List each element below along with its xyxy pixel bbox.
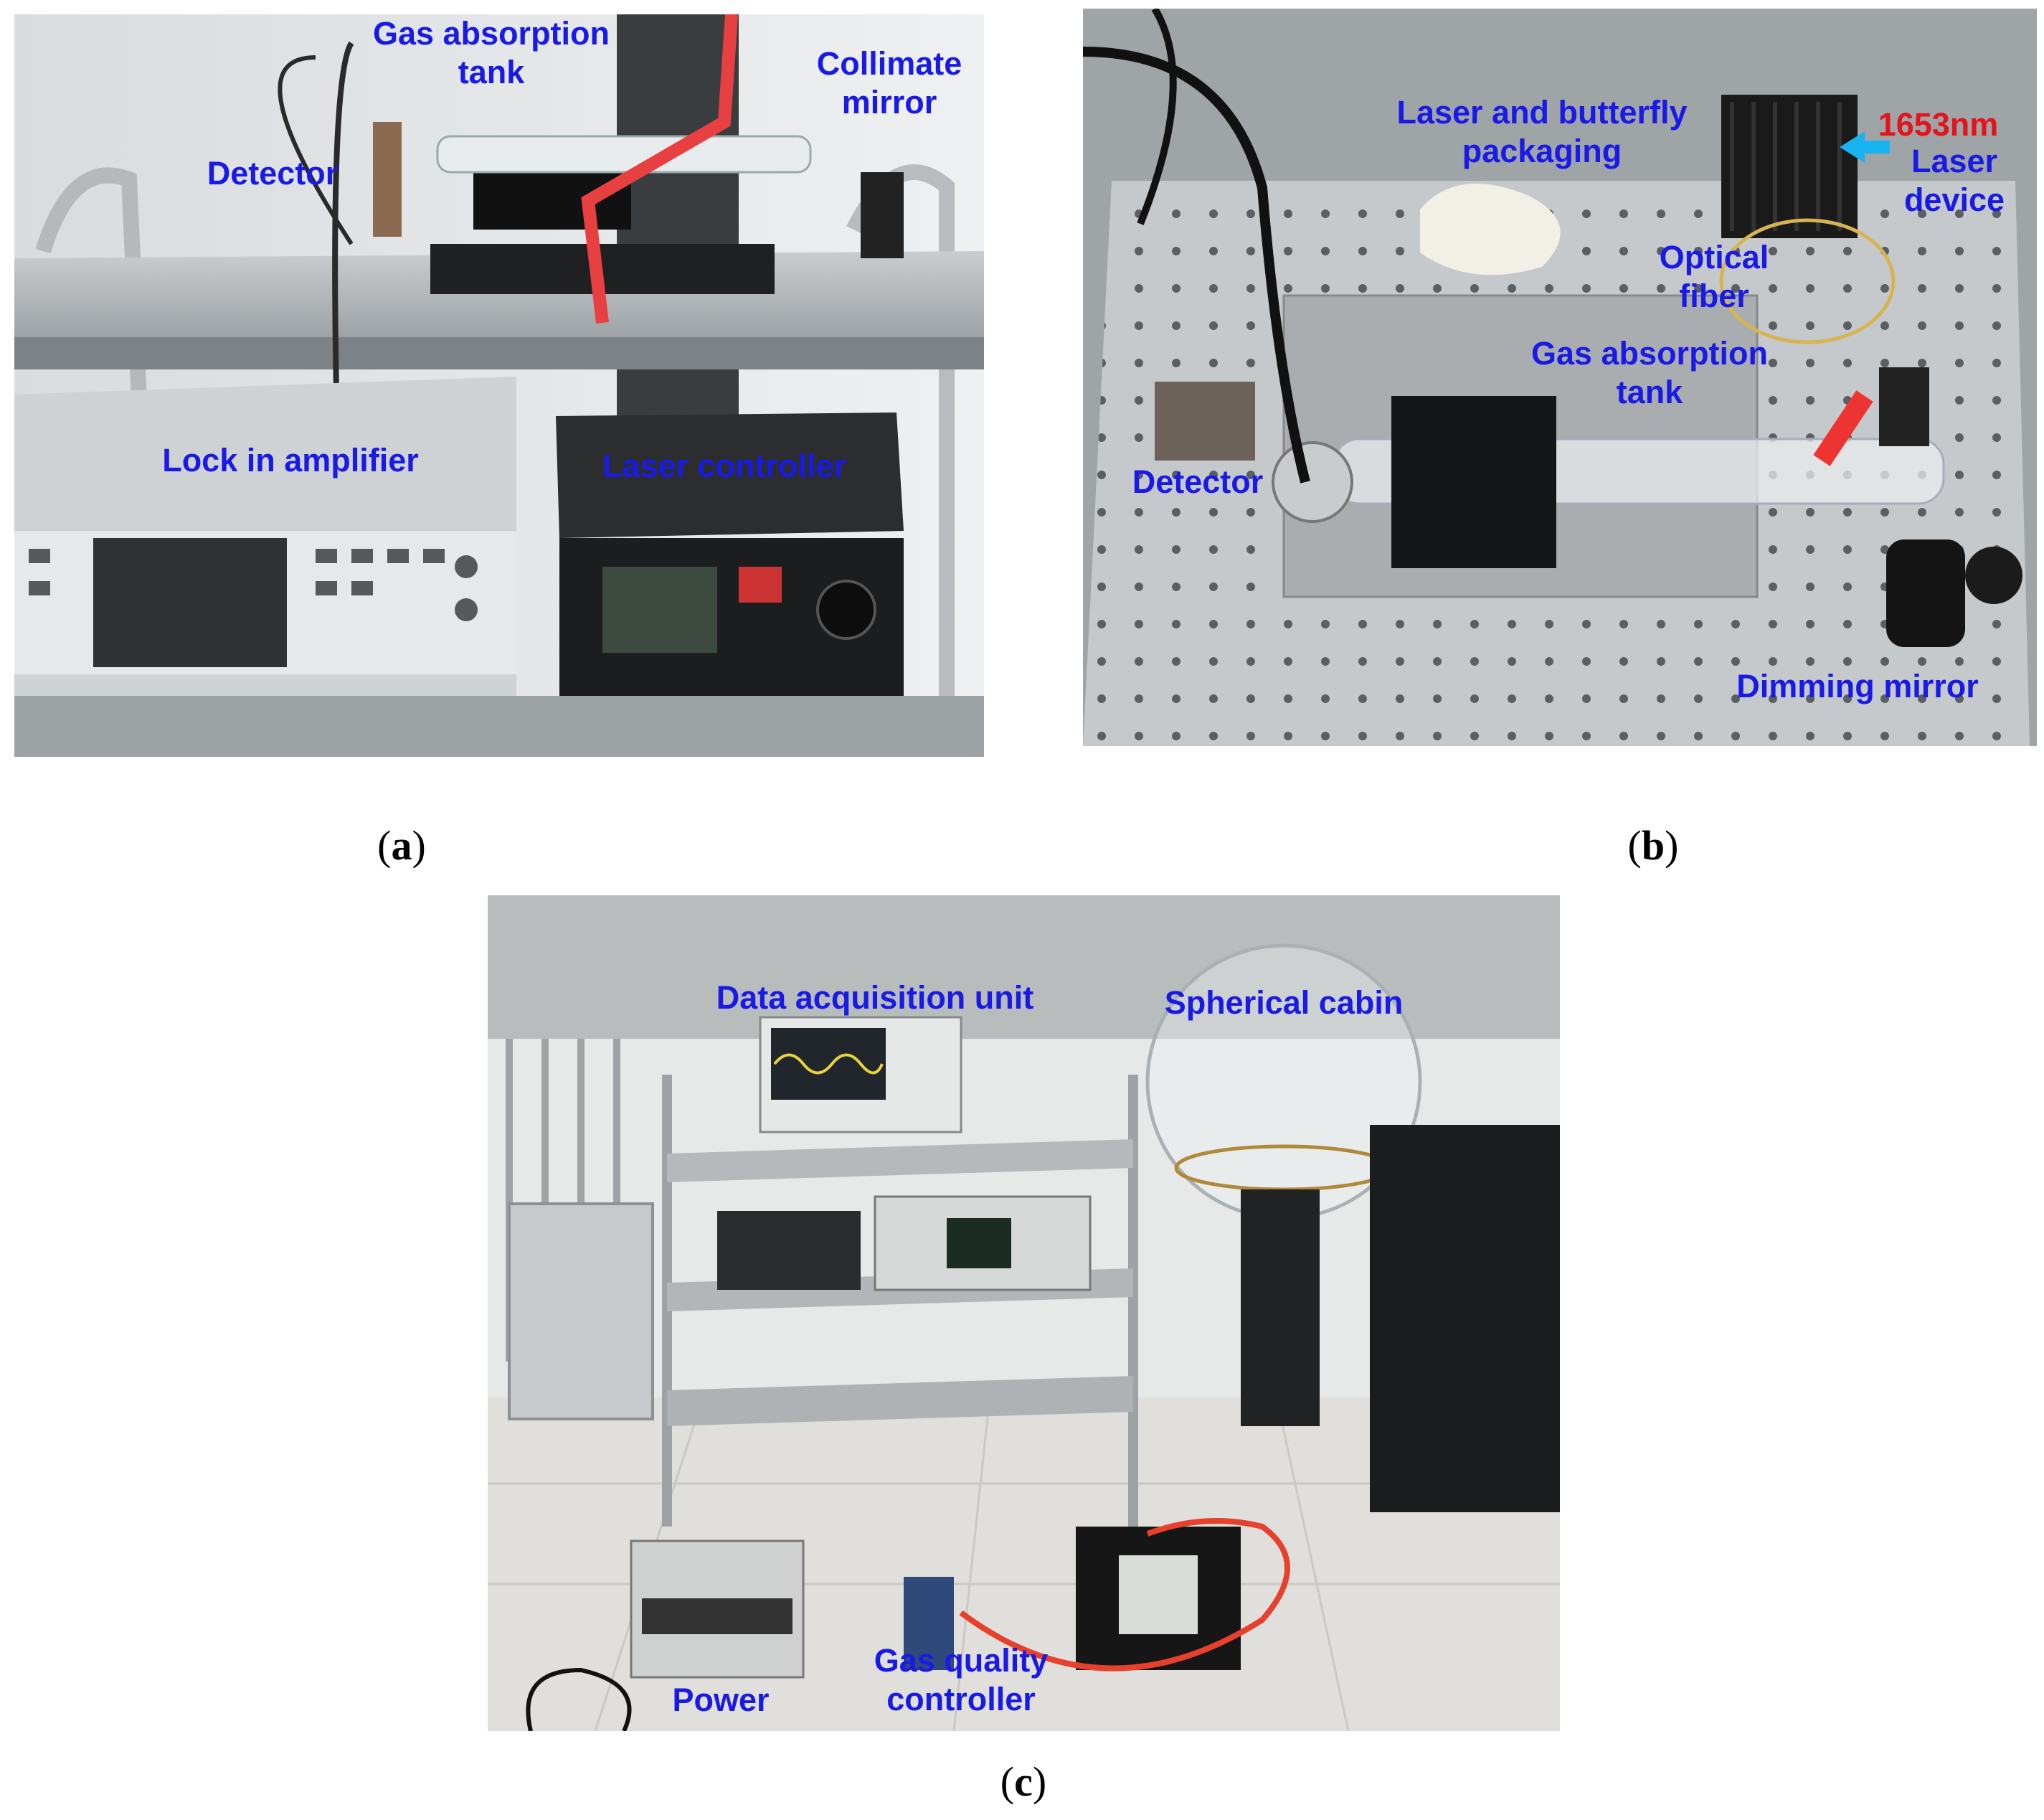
- photo-panel-c: Data acquisition unit Spherical cabin Po…: [488, 895, 1560, 1731]
- label-1653nm: 1653nm: [1878, 106, 1999, 143]
- label-lock-in-amplifier: Lock in amplifier: [162, 442, 419, 478]
- label-spherical-cabin: Spherical cabin: [1164, 984, 1404, 1021]
- label-detector: Detector: [207, 155, 339, 192]
- photo-c-full-system: [488, 895, 1560, 1731]
- label-dimming-mirror: Dimming mirror: [1736, 668, 1979, 704]
- label-gas-absorption-tank: Gas absorption tank: [372, 15, 610, 90]
- caption-b: (b): [1627, 822, 1679, 869]
- label-detector-b: Detector: [1132, 463, 1264, 500]
- label-power: Power: [672, 1682, 770, 1718]
- photo-panel-b: Laser and butterfly packaging 1653nm Las…: [1083, 9, 2037, 746]
- label-collimate-mirror: Collimate mirror: [816, 45, 962, 121]
- label-laser-controller: Laser controller: [602, 448, 847, 484]
- photo-b-optical-bench: [1083, 9, 2037, 746]
- label-laser-device: Laser device: [1903, 143, 2005, 218]
- caption-a: (a): [377, 822, 426, 869]
- label-optical-fiber: Optical fiber: [1659, 239, 1769, 314]
- label-data-acquisition-unit: Data acquisition unit: [716, 979, 1034, 1016]
- photo-a-lab-setup: [14, 14, 984, 757]
- label-laser-and-butterfly-packaging: Laser and butterfly packaging: [1396, 94, 1688, 169]
- label-gas-quality-controller: Gas quality controller: [874, 1642, 1049, 1717]
- photo-panel-a: Gas absorption tank Collimate mirror Det…: [14, 14, 984, 757]
- label-gas-absorption-tank-b: Gas absorption tank: [1530, 335, 1769, 410]
- caption-c: (c): [1000, 1758, 1047, 1805]
